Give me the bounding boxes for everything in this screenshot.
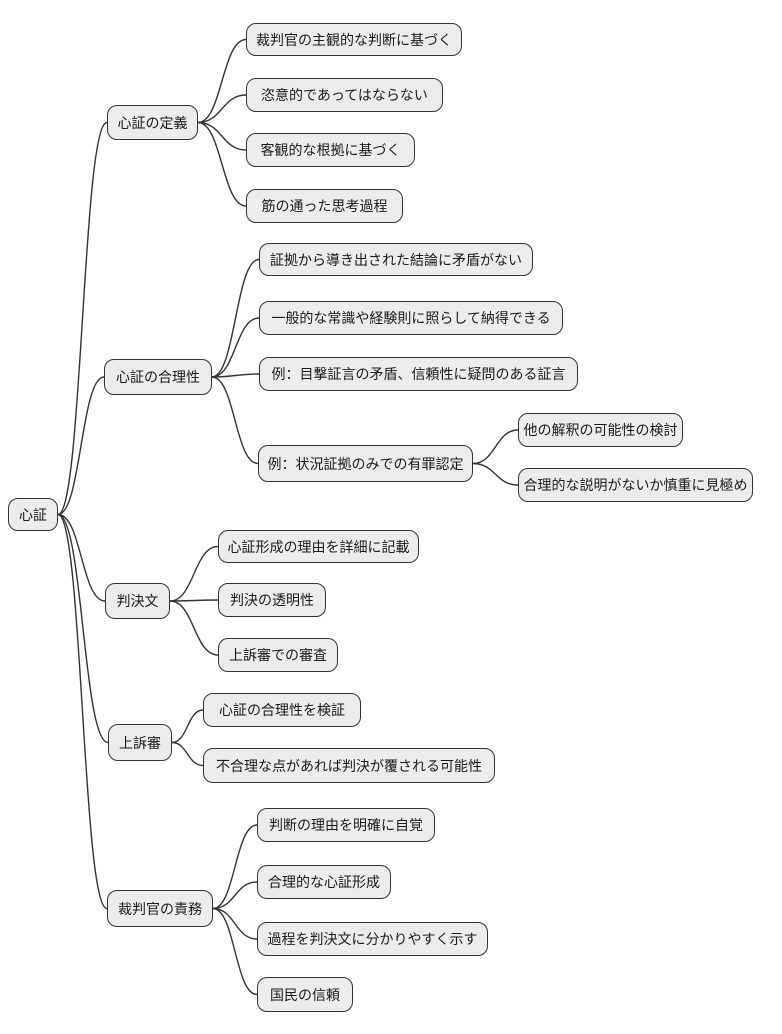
edge-b3-to-b3c1 (169, 545, 219, 602)
node-label: 心証 (19, 506, 47, 523)
mindmap-node-b2: 心証の合理性 (104, 359, 212, 395)
node-label: 合理的な説明がないか慎重に見極め (523, 477, 748, 493)
edge-b1-to-b1c3 (197, 121, 247, 151)
edge-b5-to-b5c2 (212, 881, 258, 910)
mindmap-node-b4: 上訴審 (108, 724, 172, 761)
mindmap-node-b3: 判決文 (105, 583, 170, 619)
edge-b1-to-b1c1 (197, 38, 247, 124)
mindmap-node-b1c3: 客観的な根拠に基づく (246, 133, 415, 167)
edge-b5-to-b5c3 (212, 907, 258, 940)
edge-root-to-b5 (57, 513, 108, 910)
node-label: 客観的な根拠に基づく (260, 142, 401, 158)
edge-b2-to-b2c2 (211, 317, 260, 378)
mindmap-node-b2c4: 例：状況証拠のみでの有罪認定 (258, 445, 473, 482)
edge-b2c4-to-b2c4g2 (472, 462, 519, 486)
edge-b5-to-b5c1 (212, 824, 258, 910)
mindmap-node-b3c1: 心証形成の理由を詳細に記載 (218, 530, 419, 563)
mindmap-node-b1c4: 筋の通った思考過程 (246, 189, 403, 223)
edge-b4-to-b4c1 (171, 709, 204, 744)
mindmap-node-b2c4g2: 合理的な説明がないか慎重に見極め (518, 468, 753, 502)
mindmap-node-b1: 心証の定義 (107, 105, 198, 140)
mindmap-node-root: 心証 (8, 498, 58, 531)
edge-b3-to-b3c2 (169, 599, 219, 602)
node-label: 心証の定義 (117, 114, 188, 131)
edge-b2-to-b2c4 (211, 376, 259, 465)
node-label: 過程を判決文に分かりやすく示す (267, 931, 478, 947)
node-label: 証拠から導き出された結論に矛盾がない (270, 251, 522, 268)
edge-b1-to-b1c2 (197, 94, 247, 124)
edge-b2-to-b2c1 (211, 258, 260, 378)
edge-b3-to-b3c3 (169, 600, 219, 656)
mindmap-node-b5c1: 判断の理由を明確に自覚 (257, 808, 435, 842)
node-label: 裁判官の主観的な判断に基づく (256, 31, 452, 48)
mindmap-node-b5c4: 国民の信頼 (257, 977, 353, 1012)
node-label: 他の解釈の可能性の検討 (523, 422, 678, 438)
node-label: 判断の理由を明確に自覚 (269, 817, 423, 833)
mindmap-node-b3c3: 上訴審での審査 (218, 638, 338, 672)
edge-b1-to-b1c4 (197, 121, 247, 207)
edge-root-to-b1 (57, 121, 108, 516)
edge-root-to-b4 (57, 513, 109, 744)
mindmap-node-b2c3: 例：目撃証言の矛盾、信頼性に疑問のある証言 (259, 357, 578, 391)
mindmap-node-b1c2: 恣意的であってはならない (246, 78, 443, 112)
node-label: 心証の合理性を検証 (219, 702, 345, 718)
node-label: 裁判官の責務 (118, 900, 202, 917)
mindmap-node-b4c1: 心証の合理性を検証 (203, 693, 361, 727)
edge-b4-to-b4c2 (171, 741, 204, 767)
edge-root-to-b3 (57, 513, 106, 602)
node-label: 上訴審 (119, 734, 161, 751)
mindmap-node-b4c2: 不合理な点があれば判決が覆される可能性 (203, 748, 495, 783)
node-label: 不合理な点があれば判決が覆される可能性 (216, 757, 482, 774)
edge-b2-to-b2c3 (211, 373, 260, 378)
node-label: 判決の透明性 (230, 592, 314, 608)
edge-b5-to-b5c4 (212, 907, 258, 996)
node-label: 例：状況証拠のみでの有罪認定 (267, 455, 464, 472)
edge-root-to-b2 (57, 376, 105, 516)
node-label: 筋の通った思考過程 (261, 198, 388, 214)
node-label: 国民の信頼 (270, 986, 340, 1003)
node-label: 合理的な心証形成 (268, 874, 380, 890)
node-label: 例：目撃証言の矛盾、信頼性に疑問のある証言 (271, 366, 566, 382)
node-label: 判決文 (116, 593, 159, 609)
mindmap-node-b2c1: 証拠から導き出された結論に矛盾がない (259, 243, 533, 276)
mindmap-node-b2c4g1: 他の解釈の可能性の検討 (518, 413, 683, 447)
node-label: 心証形成の理由を詳細に記載 (227, 538, 410, 555)
mindmap-node-b5: 裁判官の責務 (107, 890, 213, 927)
node-label: 恣意的であってはならない (261, 87, 428, 103)
mindmap-node-b5c3: 過程を判決文に分かりやすく示す (257, 922, 488, 956)
mindmap-node-b5c2: 合理的な心証形成 (257, 865, 391, 899)
node-label: 心証の合理性 (116, 369, 200, 385)
mindmap-node-b1c1: 裁判官の主観的な判断に基づく (246, 23, 462, 56)
mindmap-node-b2c2: 一般的な常識や経験則に照らして納得できる (259, 301, 563, 335)
node-label: 一般的な常識や経験則に照らして納得できる (271, 310, 551, 326)
node-label: 上訴審での審査 (229, 647, 327, 663)
edge-b2c4-to-b2c4g1 (472, 429, 519, 465)
mindmap-node-b3c2: 判決の透明性 (218, 583, 326, 617)
